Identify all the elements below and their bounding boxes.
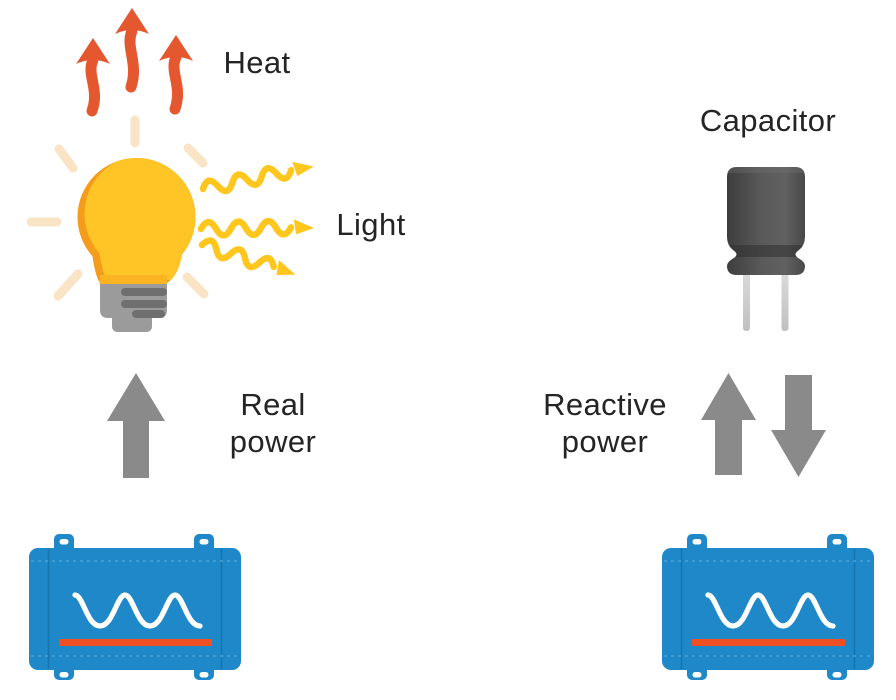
reactive-down-arrow-icon [771,375,826,477]
capacitor-leg [781,273,789,331]
inverter-icon [29,532,241,682]
light-waves-icon [197,161,315,276]
heat-label: Heat [223,45,291,80]
reactive-power-label-line1: Reactive [543,387,667,422]
light-label: Light [336,207,406,242]
bulb-rays [26,115,209,301]
capacitor-icon [727,167,805,331]
real-power-up-arrow-icon [107,373,165,478]
light-bulb-icon [26,115,209,332]
real-power-label-line2: power [229,424,317,459]
real-power-label-line1: Real [240,387,306,422]
heat-arrows-icon [76,8,193,117]
reactive-power-label: Reactive power [525,386,685,460]
reactive-power-label-line2: power [561,424,649,459]
capacitor-leg [743,273,750,331]
capacitor-label: Capacitor [699,103,837,138]
inverter-icon [662,532,874,682]
reactive-up-arrow-icon [701,373,756,475]
real-power-label: Real power [193,386,353,460]
